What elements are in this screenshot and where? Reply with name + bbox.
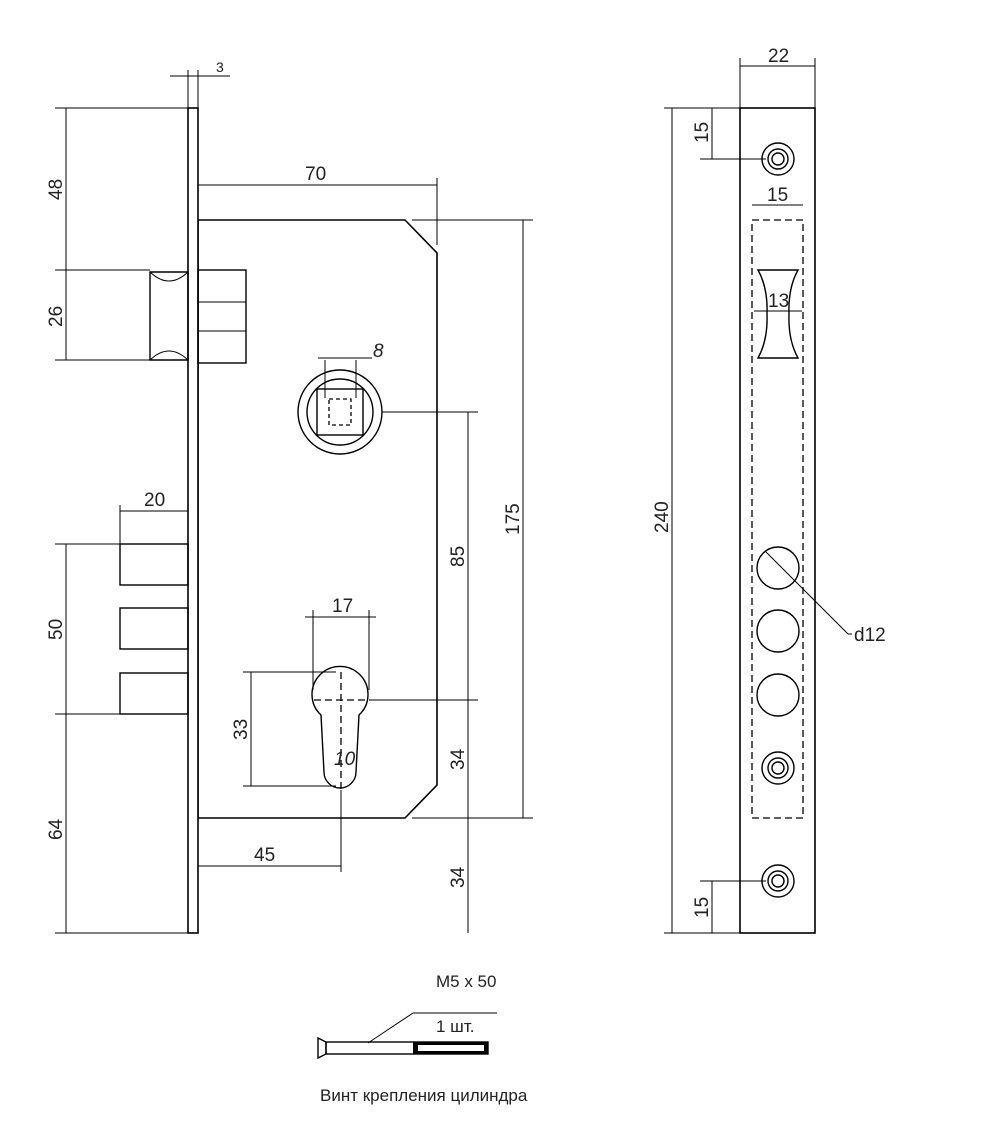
dim-case-height: 175 (503, 503, 524, 535)
dim-case-to-plate-bottom: 34 (448, 866, 469, 888)
dim-deadbolt-projection: 20 (144, 490, 165, 511)
cylinder-keyhole (311, 665, 369, 789)
spindle-hub (297, 369, 383, 455)
latch-bolt (149, 269, 247, 364)
middle-screw-hole (761, 751, 795, 785)
dim-case-depth: 70 (305, 164, 326, 185)
bolt-hole-2 (756, 609, 800, 653)
top-screw-hole (761, 142, 795, 176)
dim-bottom-hole-offset: 15 (692, 897, 713, 918)
case-outline-dashed (751, 219, 804, 819)
dim-deadbolt-to-bottom: 64 (46, 818, 67, 840)
bolt-hole-3 (756, 673, 800, 717)
bolt-hole-1 (756, 546, 800, 590)
screw-spec: M5 x 50 (436, 972, 496, 991)
screw-quantity: 1 шт. (436, 1017, 474, 1036)
cylinder-screw: M5 x 50 1 шт. Винт крепления цилиндра (317, 972, 528, 1105)
dim-plate-width: 22 (768, 46, 789, 67)
faceplate-strip (187, 107, 199, 934)
dim-cylinder-height: 33 (231, 719, 252, 740)
deadbolt (119, 543, 189, 715)
faceplate (739, 107, 816, 934)
dim-latch-height: 26 (46, 306, 67, 327)
lock-side-view: 3 70 48 26 8 175 85 34 34 20 (46, 59, 533, 934)
dim-cylinder-to-case-bottom: 34 (448, 748, 469, 770)
dim-top-hole-offset: 15 (692, 122, 713, 143)
dim-top-to-latch: 48 (46, 179, 67, 200)
faceplate-front-view: 22 15 15 13 240 d12 15 (652, 46, 886, 934)
dim-spindle: 8 (373, 341, 384, 362)
dim-cylinder-slot: 10 (334, 749, 356, 770)
dim-deadbolt-height: 50 (46, 619, 67, 640)
dim-spindle-to-cylinder: 85 (448, 546, 469, 567)
dim-backset: 45 (254, 845, 275, 866)
dim-total-length: 240 (652, 501, 673, 533)
dim-faceplate-thickness: 3 (216, 59, 224, 75)
dim-cylinder-width: 17 (332, 596, 353, 617)
dim-latch-width: 13 (768, 291, 789, 312)
dim-bolt-hole-diameter: d12 (854, 625, 886, 646)
latch-window (756, 269, 800, 359)
screw-caption: Винт крепления цилиндра (320, 1086, 528, 1105)
dim-latch-window-width: 15 (767, 185, 788, 206)
